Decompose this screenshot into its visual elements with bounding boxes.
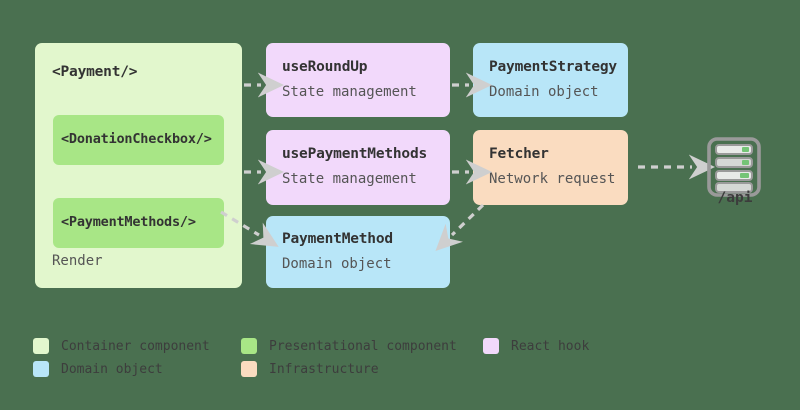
legend-item-container-component: Container component: [33, 338, 210, 354]
legend-item-infrastructure: Infrastructure: [241, 361, 379, 377]
node-payment-title: <Payment/>: [52, 64, 138, 80]
legend-label-presentational-component: Presentational component: [269, 338, 457, 354]
node-usepaymentmethods[interactable]: usePaymentMethods State management: [266, 130, 450, 205]
node-fetcher-subtitle: Network request: [489, 171, 616, 187]
node-fetcher[interactable]: Fetcher Network request: [473, 130, 628, 205]
legend-label-infrastructure: Infrastructure: [269, 361, 379, 377]
node-payment-methods-component[interactable]: <PaymentMethods/>: [53, 198, 224, 248]
node-donation-checkbox-title: <DonationCheckbox/>: [61, 131, 212, 147]
node-paymentmethod-title: PaymentMethod: [282, 231, 393, 247]
legend-item-domain-object: Domain object: [33, 361, 163, 377]
node-payment-footer-label: Render: [52, 253, 103, 269]
legend-swatch-react-hook: [483, 338, 499, 354]
legend-swatch-domain-object: [33, 361, 49, 377]
node-paymentstrategy-subtitle: Domain object: [489, 84, 599, 100]
legend-swatch-infrastructure: [241, 361, 257, 377]
legend-label-domain-object: Domain object: [61, 361, 163, 377]
legend-label-container-component: Container component: [61, 338, 210, 354]
node-paymentmethod-subtitle: Domain object: [282, 256, 392, 272]
legend-item-presentational-component: Presentational component: [241, 338, 457, 354]
node-payment-methods-component-title: <PaymentMethods/>: [61, 214, 196, 230]
node-fetcher-title: Fetcher: [489, 146, 549, 162]
legend-item-react-hook: React hook: [483, 338, 589, 354]
server-icon[interactable]: [706, 136, 762, 198]
api-endpoint-label: /api: [717, 190, 753, 206]
node-paymentstrategy[interactable]: PaymentStrategy Domain object: [473, 43, 628, 117]
node-useroundup-subtitle: State management: [282, 84, 417, 100]
node-paymentstrategy-title: PaymentStrategy: [489, 59, 617, 75]
node-donation-checkbox[interactable]: <DonationCheckbox/>: [53, 115, 224, 165]
edge-fetcher-to-paymentmethod: [435, 203, 485, 252]
node-useroundup-title: useRoundUp: [282, 59, 368, 75]
node-usepaymentmethods-title: usePaymentMethods: [282, 146, 428, 162]
node-usepaymentmethods-subtitle: State management: [282, 171, 417, 187]
legend-swatch-presentational-component: [241, 338, 257, 354]
node-paymentmethod[interactable]: PaymentMethod Domain object: [266, 216, 450, 288]
node-payment-container[interactable]: <Payment/> <DonationCheckbox/> <PaymentM…: [35, 43, 242, 288]
node-useroundup[interactable]: useRoundUp State management: [266, 43, 450, 117]
legend-swatch-container-component: [33, 338, 49, 354]
legend-label-react-hook: React hook: [511, 338, 590, 354]
